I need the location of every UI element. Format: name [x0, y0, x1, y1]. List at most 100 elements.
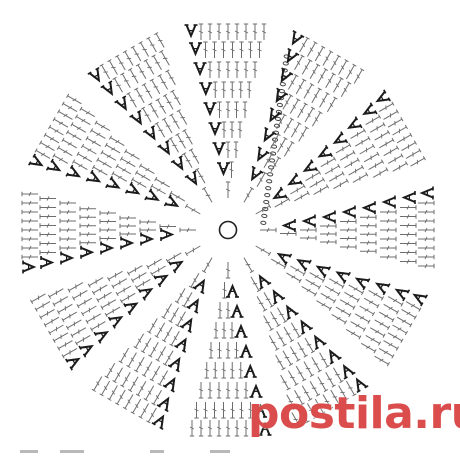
increase-v-stitch — [218, 162, 229, 177]
stitch-cross-bar — [243, 30, 249, 34]
stitch-cross-bar — [173, 336, 177, 341]
stitch-top-bar — [168, 194, 172, 199]
stitch-top-bar — [96, 298, 100, 303]
stitch-cross-bar — [276, 94, 283, 99]
stitch-top-bar — [154, 176, 158, 182]
stitch-top-bar — [71, 159, 76, 164]
stitch-top-bar — [317, 369, 322, 373]
stitch-cross-bar — [109, 368, 113, 373]
stitch-cross-bar — [383, 350, 389, 354]
stitch-cross-bar — [28, 227, 32, 233]
stitch-cross-bar — [121, 168, 127, 172]
stitch-cross-bar — [406, 250, 410, 255]
chain-stitch — [281, 68, 288, 73]
stitch-top-bar — [309, 373, 315, 378]
stitch-top-bar — [259, 286, 264, 290]
stitch-cross-bar — [166, 224, 170, 229]
stitch-top-bar — [269, 152, 275, 156]
stitch-cross-bar — [58, 157, 63, 162]
stitch-top-bar — [186, 305, 191, 310]
stitch-cross-bar — [406, 205, 410, 210]
stitch-cross-bar — [366, 240, 370, 245]
stitch-top-bar — [382, 333, 386, 338]
stitch-cross-bar — [273, 293, 280, 299]
stitch-cross-bar — [279, 119, 283, 124]
increase-v-stitch — [381, 196, 396, 208]
stitch-top-bar — [79, 106, 83, 111]
stitch-top-bar — [188, 285, 194, 289]
stitch-top-bar — [359, 124, 363, 129]
stitch-cross-bar — [306, 89, 310, 94]
stitch-cross-bar — [279, 143, 284, 148]
stitch-cross-bar — [28, 200, 32, 206]
stitch-top-bar — [99, 393, 104, 397]
stitch-cross-bar — [290, 80, 295, 85]
stitch-top-bar — [300, 54, 305, 58]
increase-v-stitch — [231, 303, 243, 318]
stitch-cross-bar — [167, 355, 171, 360]
increase-v-stitch — [302, 160, 317, 173]
stitch-top-bar — [300, 402, 305, 406]
stitch-top-bar — [317, 285, 322, 290]
stitch-cross-bar — [234, 68, 240, 72]
increase-v-stitch — [29, 154, 44, 167]
stitch-cross-bar — [230, 88, 235, 92]
increase-v-stitch — [394, 288, 409, 300]
stitch-top-bar — [112, 324, 116, 329]
stitch-top-bar — [112, 380, 117, 384]
stitch-top-bar — [56, 310, 60, 315]
stitch-cross-bar — [386, 209, 390, 215]
stitch-cross-bar — [160, 351, 164, 356]
stitch-top-bar — [194, 167, 200, 171]
stitch-top-bar — [76, 304, 80, 309]
stitch-cross-bar — [314, 93, 318, 99]
stitch-cross-bar — [46, 250, 50, 255]
stitch-cross-bar — [349, 294, 354, 298]
stitch-cross-bar — [424, 254, 428, 260]
stitch-top-bar — [294, 382, 299, 387]
increase-v-stitch — [152, 414, 165, 429]
stitch-cross-bar — [148, 131, 155, 136]
stitch-cross-bar — [71, 358, 76, 365]
stitch-cross-bar — [85, 345, 90, 352]
stitch-top-bar — [155, 358, 160, 362]
stitch-top-bar — [115, 291, 119, 297]
increase-v-stitch — [286, 49, 298, 64]
stitch-cross-bar — [329, 102, 333, 108]
stitch-cross-bar — [66, 218, 70, 224]
increase-v-stitch — [120, 237, 135, 249]
increase-v-stitch — [139, 287, 154, 300]
stitch-top-bar — [147, 330, 152, 334]
stitch-cross-bar — [301, 324, 308, 329]
stitch-cross-bar — [216, 68, 222, 72]
stitch-top-bar — [89, 128, 94, 133]
stitch-top-bar — [176, 109, 181, 113]
stitch-top-bar — [70, 122, 74, 127]
increase-v-stitch — [94, 330, 110, 343]
stitch-cross-bar — [100, 125, 106, 129]
chain-stitch — [273, 123, 281, 128]
increase-v-stitch — [47, 160, 62, 172]
stitch-cross-bar — [225, 426, 231, 430]
stitch-top-bar — [144, 196, 148, 201]
stitch-top-bar — [169, 343, 174, 347]
stitch-top-bar — [178, 155, 183, 159]
stitch-top-bar — [387, 283, 391, 288]
stitch-top-bar — [135, 393, 141, 397]
stitch-top-bar — [187, 329, 192, 334]
stitch-top-bar — [272, 131, 277, 135]
stitch-top-bar — [154, 121, 159, 125]
stitch-top-bar — [96, 157, 100, 162]
increase-v-stitch — [301, 215, 316, 227]
stitch-cross-bar — [314, 117, 319, 122]
stitch-cross-bar — [379, 322, 384, 326]
stitch-top-bar — [400, 338, 404, 343]
increase-v-stitch — [342, 364, 355, 379]
stitch-top-bar — [157, 283, 162, 288]
stitch-cross-bar — [40, 152, 46, 156]
stitch-top-bar — [130, 411, 135, 415]
stitch-cross-bar — [115, 139, 120, 144]
stitch-cross-bar — [151, 323, 155, 328]
stitch-cross-bar — [216, 426, 222, 430]
stitch-cross-bar — [72, 98, 77, 102]
